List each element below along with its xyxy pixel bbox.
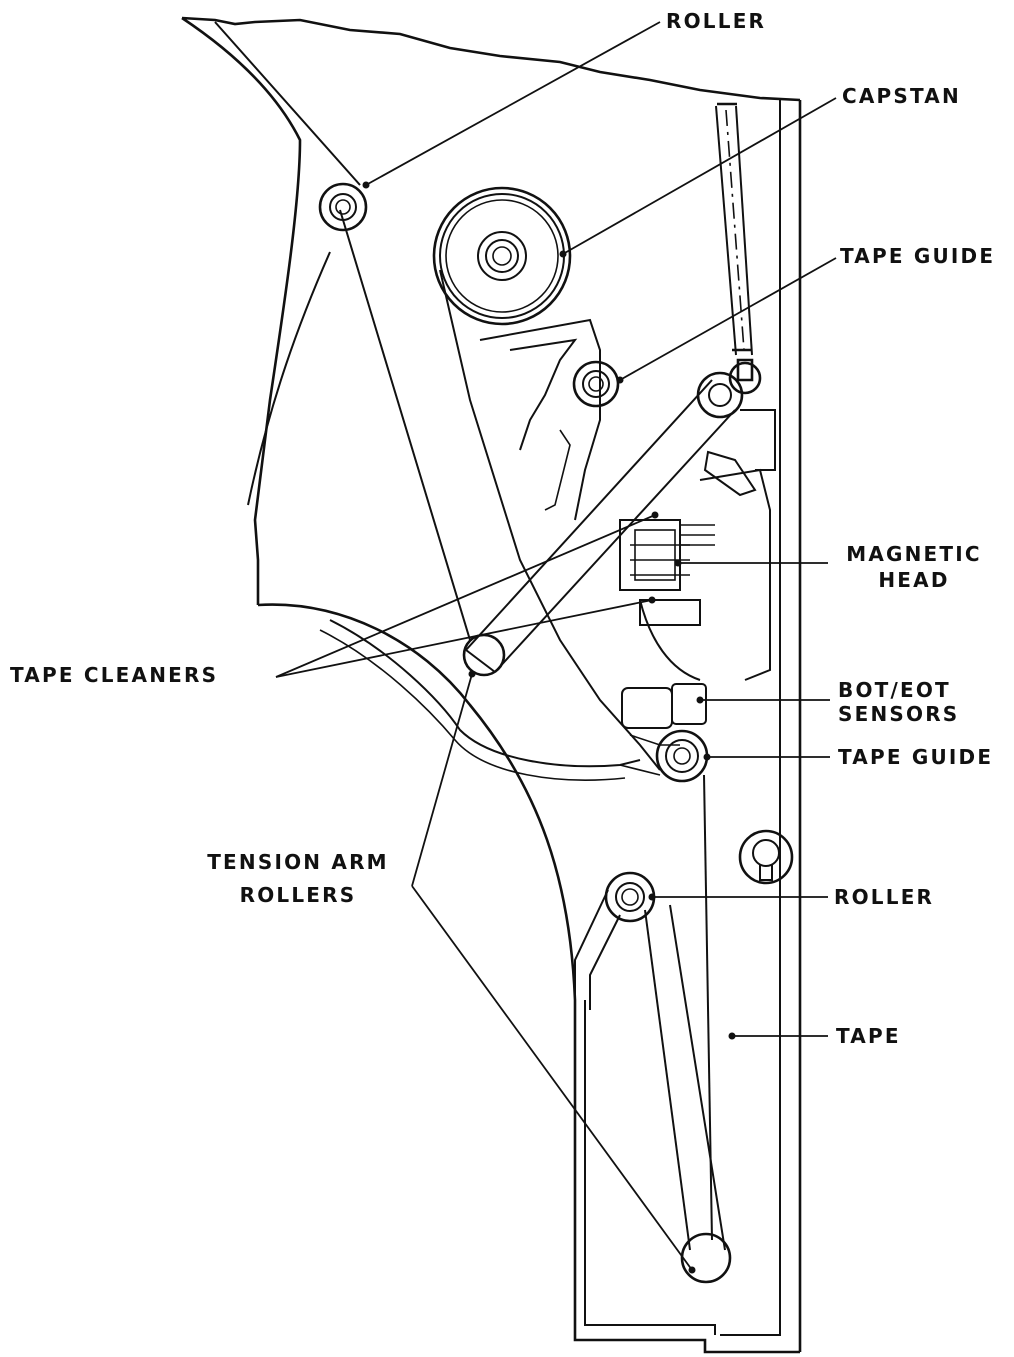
label-roller-top: ROLLER [666,9,766,33]
roller-lower [604,871,656,923]
magnetic-head-block [619,468,771,681]
label-roller-lower: ROLLER [834,885,934,909]
tape-line [703,774,713,1241]
tape-guide-upper-roller [572,360,620,408]
swing-arm-roller [696,358,762,419]
label-tape-guide-lower: TAPE GUIDE [838,745,993,769]
spring-rod [715,102,753,356]
tension-arm-roller-upper [462,633,506,677]
label-capstan: CAPSTAN [842,84,961,108]
label-tension-arm-line1: TENSION ARM [207,850,389,874]
label-tape-guide-upper: TAPE GUIDE [840,244,995,268]
lower-tape-path-curve [319,619,641,781]
label-magnetic-head-line1: MAGNETIC [846,542,982,566]
labels: ROLLER CAPSTAN TAPE GUIDE MAGNETIC HEAD … [10,9,995,1048]
tension-arm [574,889,726,1251]
label-magnetic-head-line2: HEAD [878,568,949,592]
label-bot-eot-line2: SENSORS [838,702,959,726]
guide-bracket [703,409,776,497]
tension-arm-roller-lower [680,1232,732,1284]
label-bot-eot-line1: BOT/EOT [838,678,951,702]
label-tension-arm-line2: ROLLERS [240,883,357,907]
label-tape-cleaners: TAPE CLEANERS [10,663,218,687]
bot-eot-sensor-block [621,683,707,746]
roller-top [318,182,368,232]
deck-outline [181,16,802,1354]
capstan-wheel [432,186,572,326]
leader-lines [275,21,837,1274]
label-tape: TAPE [836,1024,901,1048]
key-hole [738,829,794,885]
capstan-bracket [439,269,661,771]
swing-arm [465,379,736,673]
